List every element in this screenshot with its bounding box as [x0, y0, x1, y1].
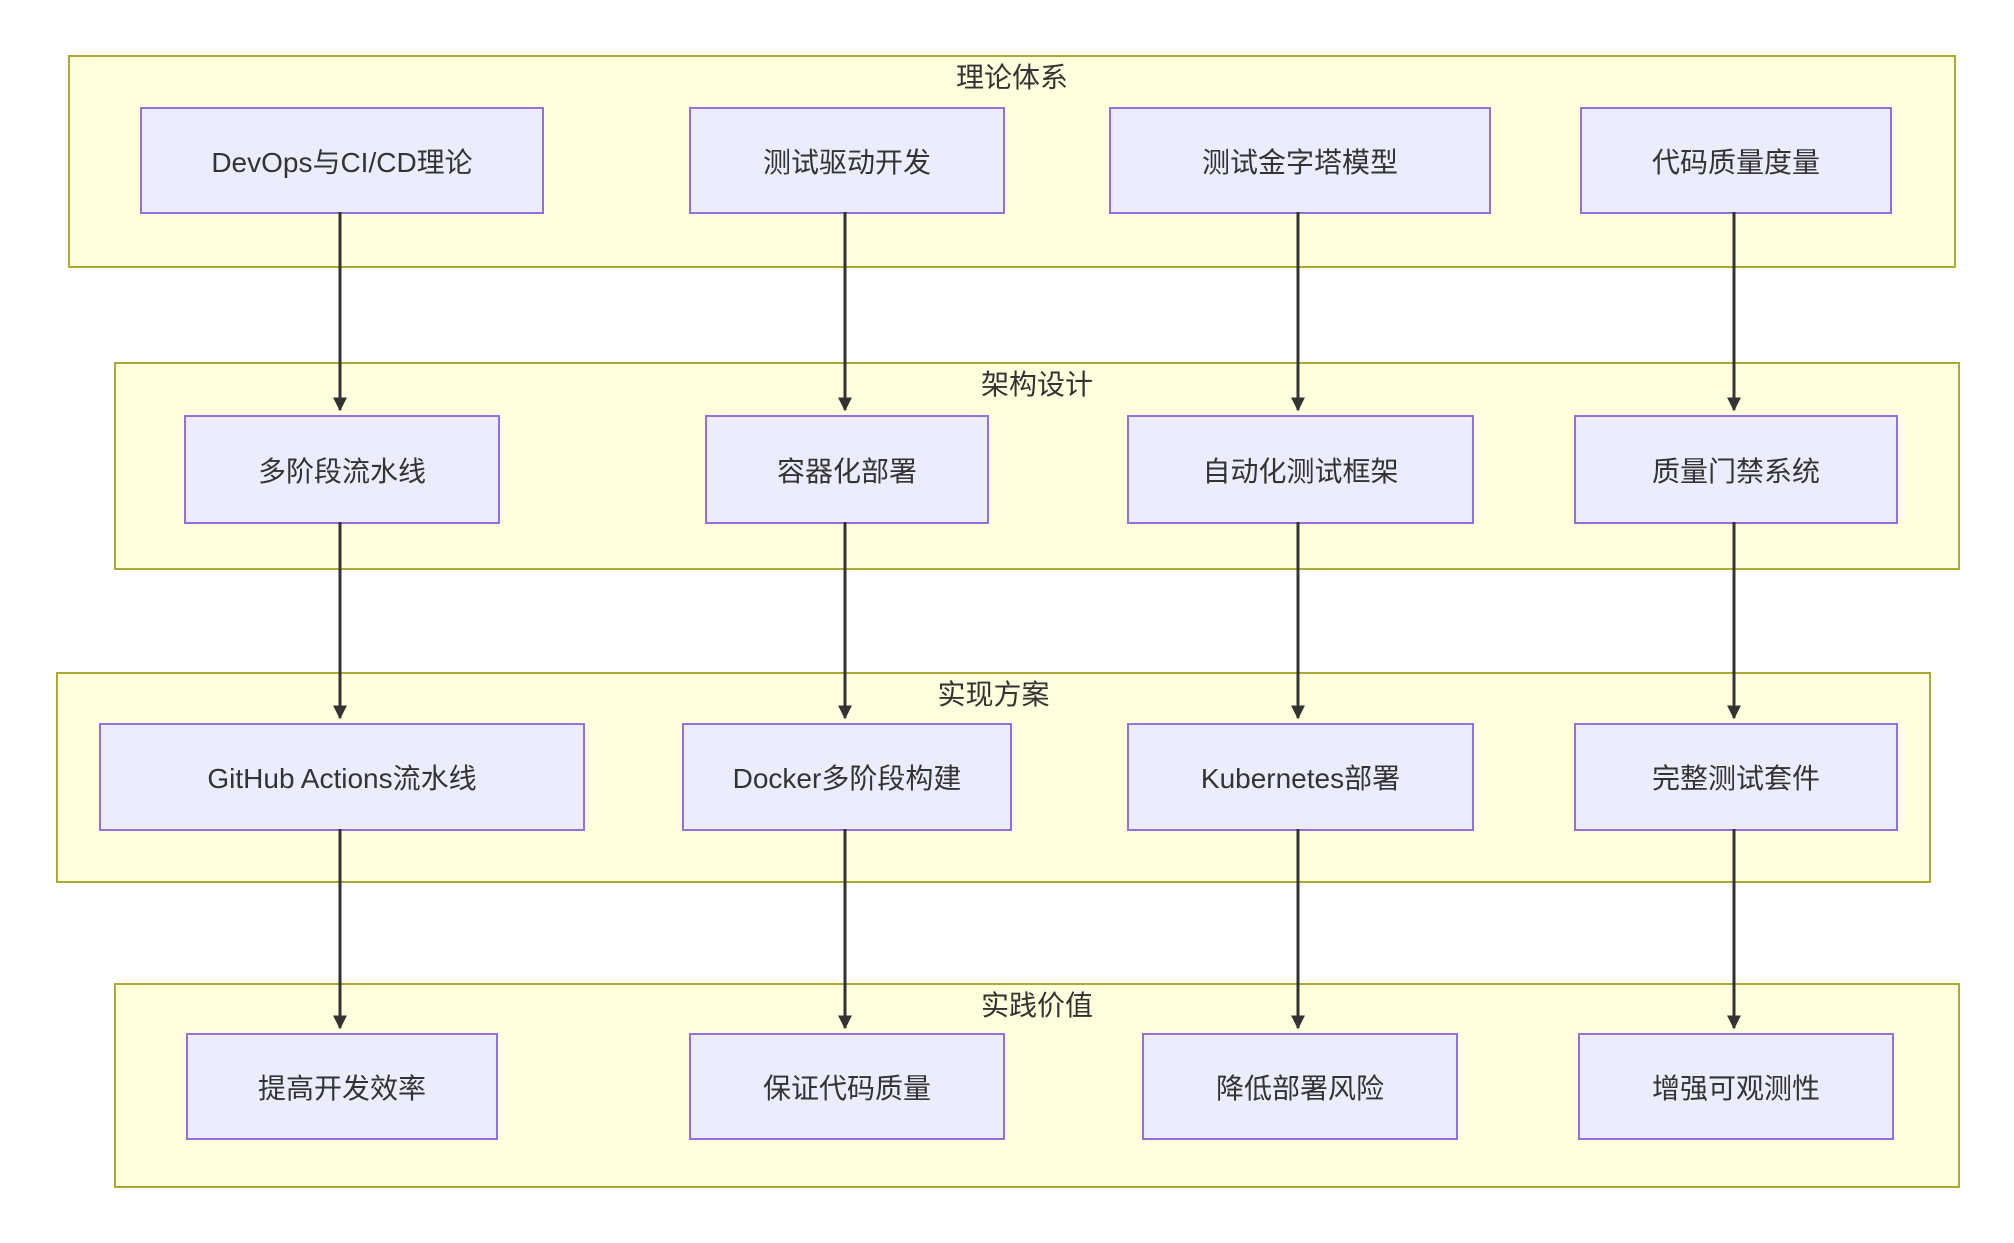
node-docker-multistage-build: Docker多阶段构建	[682, 723, 1012, 831]
node-devops-cicd-theory: DevOps与CI/CD理论	[140, 107, 544, 214]
band-practice-value: 实践价值 提高开发效率 保证代码质量 降低部署风险 增强可观测性	[114, 983, 1960, 1188]
node-multistage-pipeline: 多阶段流水线	[184, 415, 500, 524]
node-code-quality-metrics: 代码质量度量	[1580, 107, 1892, 214]
band-title: 实践价值	[980, 990, 1093, 1021]
node-tdd: 测试驱动开发	[689, 107, 1005, 214]
band-title: 架构设计	[980, 369, 1093, 400]
node-enhance-observability: 增强可观测性	[1578, 1033, 1894, 1140]
node-reduce-deployment-risk: 降低部署风险	[1142, 1033, 1458, 1140]
node-ensure-code-quality: 保证代码质量	[689, 1033, 1005, 1140]
node-kubernetes-deployment: Kubernetes部署	[1127, 723, 1474, 831]
band-architecture-design: 架构设计 多阶段流水线 容器化部署 自动化测试框架 质量门禁系统	[114, 362, 1960, 570]
node-github-actions-pipeline: GitHub Actions流水线	[99, 723, 585, 831]
band-title: 理论体系	[955, 62, 1068, 93]
node-test-pyramid: 测试金字塔模型	[1109, 107, 1491, 214]
node-automated-test-framework: 自动化测试框架	[1127, 415, 1474, 524]
band-theory-system: 理论体系 DevOps与CI/CD理论 测试驱动开发 测试金字塔模型 代码质量度…	[68, 55, 1956, 268]
band-implementation-plan: 实现方案 GitHub Actions流水线 Docker多阶段构建 Kuber…	[56, 672, 1931, 883]
node-containerized-deployment: 容器化部署	[705, 415, 989, 524]
node-complete-test-suite: 完整测试套件	[1574, 723, 1898, 831]
node-improve-dev-efficiency: 提高开发效率	[186, 1033, 498, 1140]
band-title: 实现方案	[937, 679, 1050, 710]
node-quality-gate-system: 质量门禁系统	[1574, 415, 1898, 524]
